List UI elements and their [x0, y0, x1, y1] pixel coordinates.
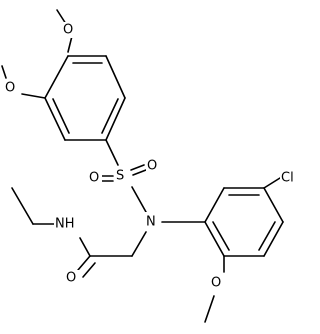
bond-s-o-right-2	[132, 169, 147, 176]
bond-ring1-a	[44, 55, 69, 99]
bond-ring1-inner-3	[101, 98, 119, 134]
atom-cl-label: Cl	[281, 171, 294, 186]
bond-s-o-right-1	[130, 164, 145, 171]
bond-o-bottom-methyl	[204, 295, 215, 323]
atom-o-amide-label: O	[66, 271, 76, 286]
bond-carbonyl-nh	[79, 237, 91, 257]
bond-ring1-d	[105, 97, 126, 141]
bond-methyl-o-top	[56, 9, 67, 25]
atom-o-bottom-label: O	[211, 276, 221, 291]
bond-ring2-inner-3	[212, 221, 230, 251]
bond-ring2-d	[263, 221, 284, 257]
atom-o-left-label: O	[5, 81, 15, 96]
atom-o-top-label: O	[63, 23, 73, 38]
molecule-structure: O O O S O Cl NH N O O	[1, 9, 300, 323]
atom-n: N	[145, 212, 161, 230]
bond-ring1-s	[105, 139, 119, 166]
atom-s: S	[115, 166, 129, 184]
structure-canvas: O O O S O Cl NH N O O	[1, 9, 300, 323]
bond-ring1-e	[105, 55, 126, 99]
bond-ring2-a	[204, 187, 225, 223]
atom-s-label: S	[116, 169, 124, 184]
atom-o-bottom: O	[210, 274, 224, 292]
atom-o-sulfonyl-left-label: O	[89, 171, 99, 186]
atom-o-sulfonyl-right-label: O	[147, 159, 157, 174]
bond-carbonyl-o-1	[77, 255, 91, 271]
atom-o-amide: O	[65, 270, 79, 286]
atom-n-label: N	[146, 215, 156, 230]
bond-s-n	[131, 186, 147, 213]
bond-ring2-cl	[263, 177, 281, 189]
bond-ring1-inner-2	[52, 98, 70, 134]
bond-ring2-c	[263, 187, 284, 223]
bond-ethyl-methyl	[11, 187, 34, 225]
bond-ring2-f	[204, 221, 225, 257]
bond-ring1-b	[44, 97, 66, 141]
bond-o-top-ring	[67, 35, 73, 53]
atom-nh: NH	[54, 216, 80, 232]
bond-methyl-o-left	[1, 65, 7, 79]
atom-nh-label: NH	[55, 217, 75, 232]
atom-o-sulfonyl-right: O	[146, 158, 160, 174]
bond-carbonyl-o-2	[82, 262, 96, 278]
atom-o-sulfonyl-left: O	[88, 170, 102, 186]
atom-cl: Cl	[280, 170, 300, 186]
atom-o-left: O	[4, 80, 18, 96]
bond-ring2-inner-2	[258, 221, 276, 251]
atom-o-top: O	[62, 22, 76, 38]
bond-o-left-ring	[21, 93, 46, 99]
bond-n-ch2	[131, 231, 147, 257]
